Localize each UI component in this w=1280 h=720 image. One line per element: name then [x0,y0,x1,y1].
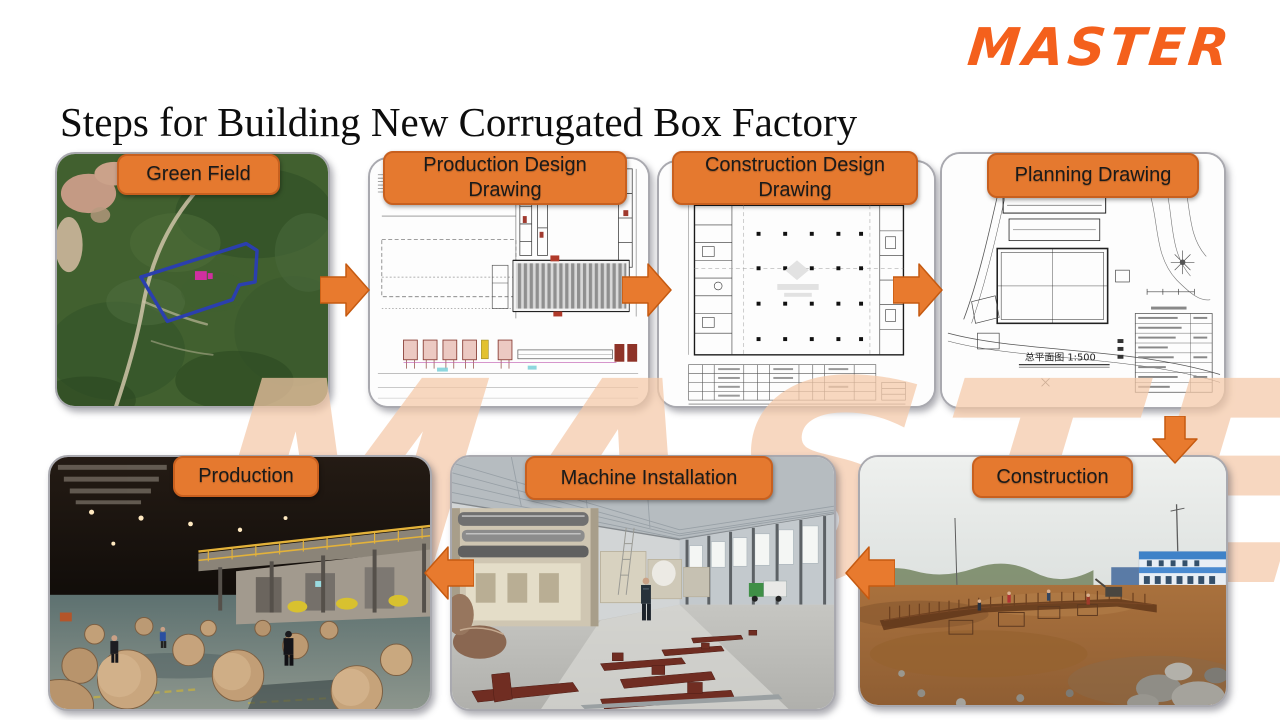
label-construction-design-drawing: Construction Design Drawing [672,151,918,205]
line-machines [600,527,710,604]
left-rooms [694,205,733,355]
green-field-aerial-image [57,154,328,406]
arrow-right-icon [622,263,672,317]
equipment [1094,578,1123,597]
workers [977,589,1090,611]
drawing-watermark [777,260,819,297]
svg-text:总平面图 1:500: 总平面图 1:500 [1025,351,1096,364]
skylights [57,464,167,505]
column-grid [756,231,864,342]
plot-outline [139,241,259,324]
label-machine-installation: Machine Installation [525,456,773,500]
ceiling-lamps [88,509,288,546]
base-lines [377,373,639,399]
truck [748,580,787,602]
dirt-road [114,179,214,406]
scale-bar [1146,288,1195,295]
label-planning-drawing: Planning Drawing [987,153,1199,198]
worker [641,577,651,621]
blue-building [1111,551,1226,592]
plan-caption: 总平面图 1:500 [1018,351,1110,387]
arrow-down-icon [1152,416,1198,464]
formwork [948,604,1098,635]
schedule-table [688,364,877,401]
title-block [688,382,906,405]
arrow-right-icon [320,263,370,317]
page-title: Steps for Building New Corrugated Box Fa… [60,99,858,145]
tree-symbol [1170,250,1195,275]
forklift [59,612,72,622]
label-production-design-drawing: Production Design Drawing [383,151,627,205]
aisle [541,604,789,709]
tree-line [860,563,1094,589]
main-machine [452,508,599,659]
windows [689,525,819,568]
roll-stand-block [491,255,630,317]
rubble [898,662,1226,705]
master-logo: MASTER [964,18,1236,78]
arrow-left-icon [424,546,474,600]
red-base-plates [471,630,758,709]
steel-strips [580,694,783,709]
right-rooms [879,205,904,355]
foundation-trench [879,598,1157,631]
corrugator-machine [198,524,430,625]
panel-production [48,455,432,711]
paper-rolls [50,616,413,709]
plot-marker [194,271,213,280]
legend-table [1117,306,1213,393]
main-building [996,247,1109,325]
arrow-left-icon [845,546,895,600]
workers [110,626,294,666]
minor-structures [971,269,1130,350]
production-factory-photo [50,457,430,709]
converting-line [403,339,638,372]
label-production: Production [173,456,319,497]
label-construction: Construction [972,456,1133,498]
panel-green-field [55,152,330,408]
arrow-right-icon [893,263,943,317]
label-green-field: Green Field [117,154,280,195]
